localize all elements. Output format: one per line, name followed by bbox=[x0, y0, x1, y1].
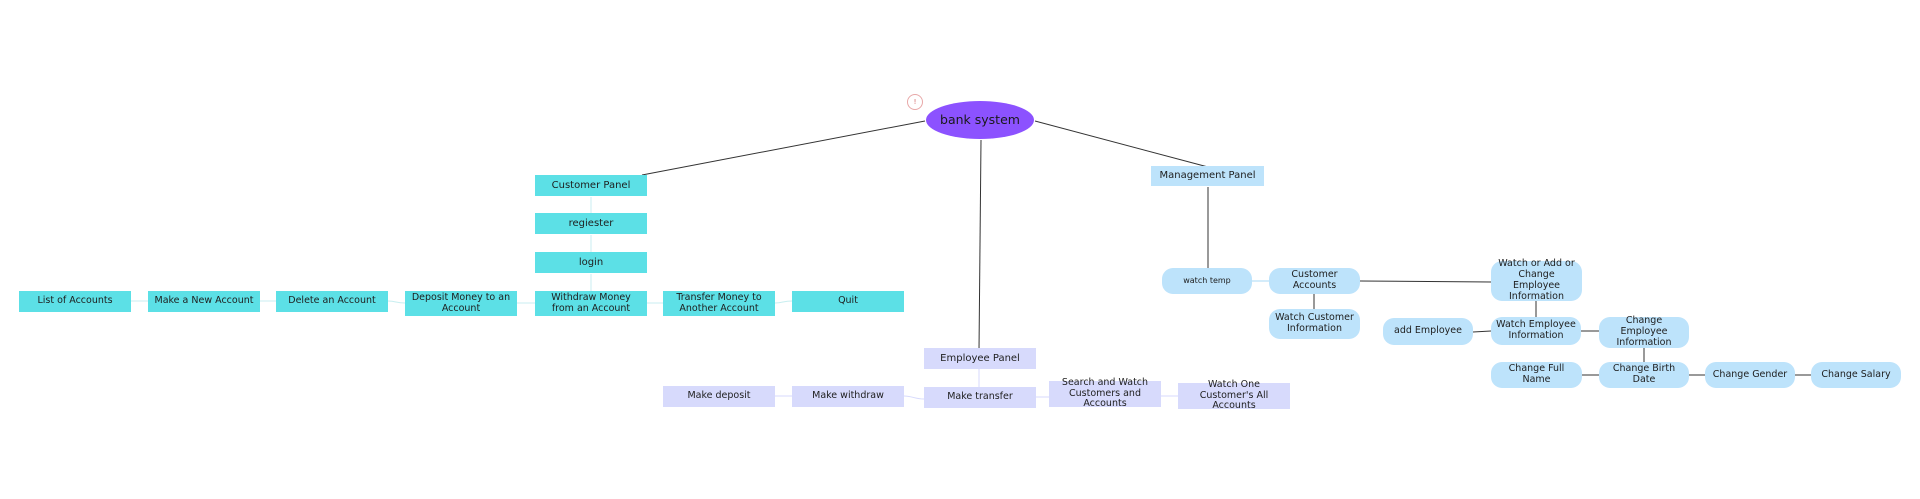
watch-temp-label: watch temp bbox=[1183, 276, 1231, 286]
transfer-money-label: Transfer Money to Another Account bbox=[676, 291, 762, 314]
make-transfer-label: Make transfer bbox=[947, 391, 1013, 403]
make-deposit-node[interactable]: Make deposit bbox=[663, 386, 775, 407]
deposit-money-label: Deposit Money to an Account bbox=[411, 291, 511, 314]
watch-customer-info-node[interactable]: Watch Customer Information bbox=[1269, 309, 1360, 339]
transfer-money-node[interactable]: Transfer Money to Another Account bbox=[663, 291, 775, 316]
watch-temp-node[interactable]: watch temp bbox=[1162, 268, 1252, 294]
customer-panel-node[interactable]: Customer Panel bbox=[535, 175, 647, 196]
withdraw-money-node[interactable]: Withdraw Money from an Account bbox=[535, 291, 647, 316]
root-node[interactable]: bank system bbox=[926, 101, 1034, 139]
delete-account-label: Delete an Account bbox=[288, 295, 376, 307]
root-marker-icon: ! bbox=[907, 94, 923, 110]
login-node[interactable]: login bbox=[535, 252, 647, 273]
change-full-name-label: Change Full Name bbox=[1508, 363, 1565, 385]
login-label: login bbox=[578, 256, 604, 268]
make-account-label: Make a New Account bbox=[154, 295, 254, 307]
make-withdraw-label: Make withdraw bbox=[812, 390, 884, 402]
edge-root-management bbox=[1034, 120, 1209, 168]
watch-employee-info-label: Watch Employee Information bbox=[1496, 319, 1576, 341]
register-label: regiester bbox=[568, 217, 614, 229]
deposit-money-node[interactable]: Deposit Money to an Account bbox=[405, 291, 517, 316]
change-gender-node[interactable]: Change Gender bbox=[1705, 362, 1795, 388]
add-employee-node[interactable]: add Employee bbox=[1383, 318, 1473, 345]
change-birth-date-label: Change Birth Date bbox=[1612, 363, 1676, 385]
add-employee-label: add Employee bbox=[1394, 325, 1462, 337]
management-panel-node[interactable]: Management Panel bbox=[1151, 166, 1264, 186]
edge-withdraw-transfer-emp bbox=[903, 395, 925, 400]
customer-accounts-node[interactable]: Customer Accounts bbox=[1269, 268, 1360, 294]
delete-account-node[interactable]: Delete an Account bbox=[276, 291, 388, 312]
employee-panel-label: Employee Panel bbox=[940, 352, 1020, 364]
change-salary-label: Change Salary bbox=[1821, 368, 1891, 380]
make-account-node[interactable]: Make a New Account bbox=[148, 291, 260, 312]
make-withdraw-node[interactable]: Make withdraw bbox=[792, 386, 904, 407]
edge-delete-deposit bbox=[387, 300, 406, 304]
quit-label: Quit bbox=[838, 295, 858, 307]
edge-transfer-quit bbox=[774, 300, 793, 304]
change-full-name-node[interactable]: Change Full Name bbox=[1491, 362, 1582, 388]
search-watch-label: Search and Watch Customers and Accounts bbox=[1061, 376, 1149, 410]
quit-node[interactable]: Quit bbox=[792, 291, 904, 312]
edge-add-watchemp bbox=[1472, 330, 1492, 333]
list-accounts-node[interactable]: List of Accounts bbox=[19, 291, 131, 312]
edge-root-employee bbox=[978, 139, 982, 351]
employee-manage-label: Watch or Add or Change Employee Informat… bbox=[1498, 258, 1575, 302]
change-birth-date-node[interactable]: Change Birth Date bbox=[1599, 362, 1689, 388]
root-label: bank system bbox=[940, 111, 1020, 127]
change-employee-info-label: Change Employee Information bbox=[1616, 315, 1672, 348]
watch-one-customer-node[interactable]: Watch One Customer's All Accounts bbox=[1178, 379, 1290, 411]
watch-employee-info-node[interactable]: Watch Employee Information bbox=[1491, 317, 1581, 345]
watch-one-customer-label: Watch One Customer's All Accounts bbox=[1199, 378, 1269, 412]
make-transfer-node[interactable]: Make transfer bbox=[924, 387, 1036, 408]
withdraw-money-label: Withdraw Money from an Account bbox=[551, 291, 631, 314]
edge-root-customer bbox=[641, 120, 926, 176]
employee-panel-node[interactable]: Employee Panel bbox=[924, 348, 1036, 369]
change-gender-label: Change Gender bbox=[1712, 368, 1788, 380]
change-salary-node[interactable]: Change Salary bbox=[1811, 362, 1901, 388]
customer-panel-label: Customer Panel bbox=[551, 179, 631, 191]
edge-custacc-empmanage bbox=[1359, 280, 1492, 283]
employee-manage-node[interactable]: Watch or Add or Change Employee Informat… bbox=[1491, 258, 1582, 302]
change-employee-info-node[interactable]: Change Employee Information bbox=[1599, 315, 1689, 348]
list-accounts-label: List of Accounts bbox=[37, 295, 113, 307]
customer-accounts-label: Customer Accounts bbox=[1291, 269, 1338, 291]
register-node[interactable]: regiester bbox=[535, 213, 647, 234]
search-watch-node[interactable]: Search and Watch Customers and Accounts bbox=[1049, 377, 1161, 409]
management-panel-label: Management Panel bbox=[1159, 170, 1256, 182]
make-deposit-label: Make deposit bbox=[687, 390, 751, 402]
watch-customer-info-label: Watch Customer Information bbox=[1275, 312, 1354, 334]
